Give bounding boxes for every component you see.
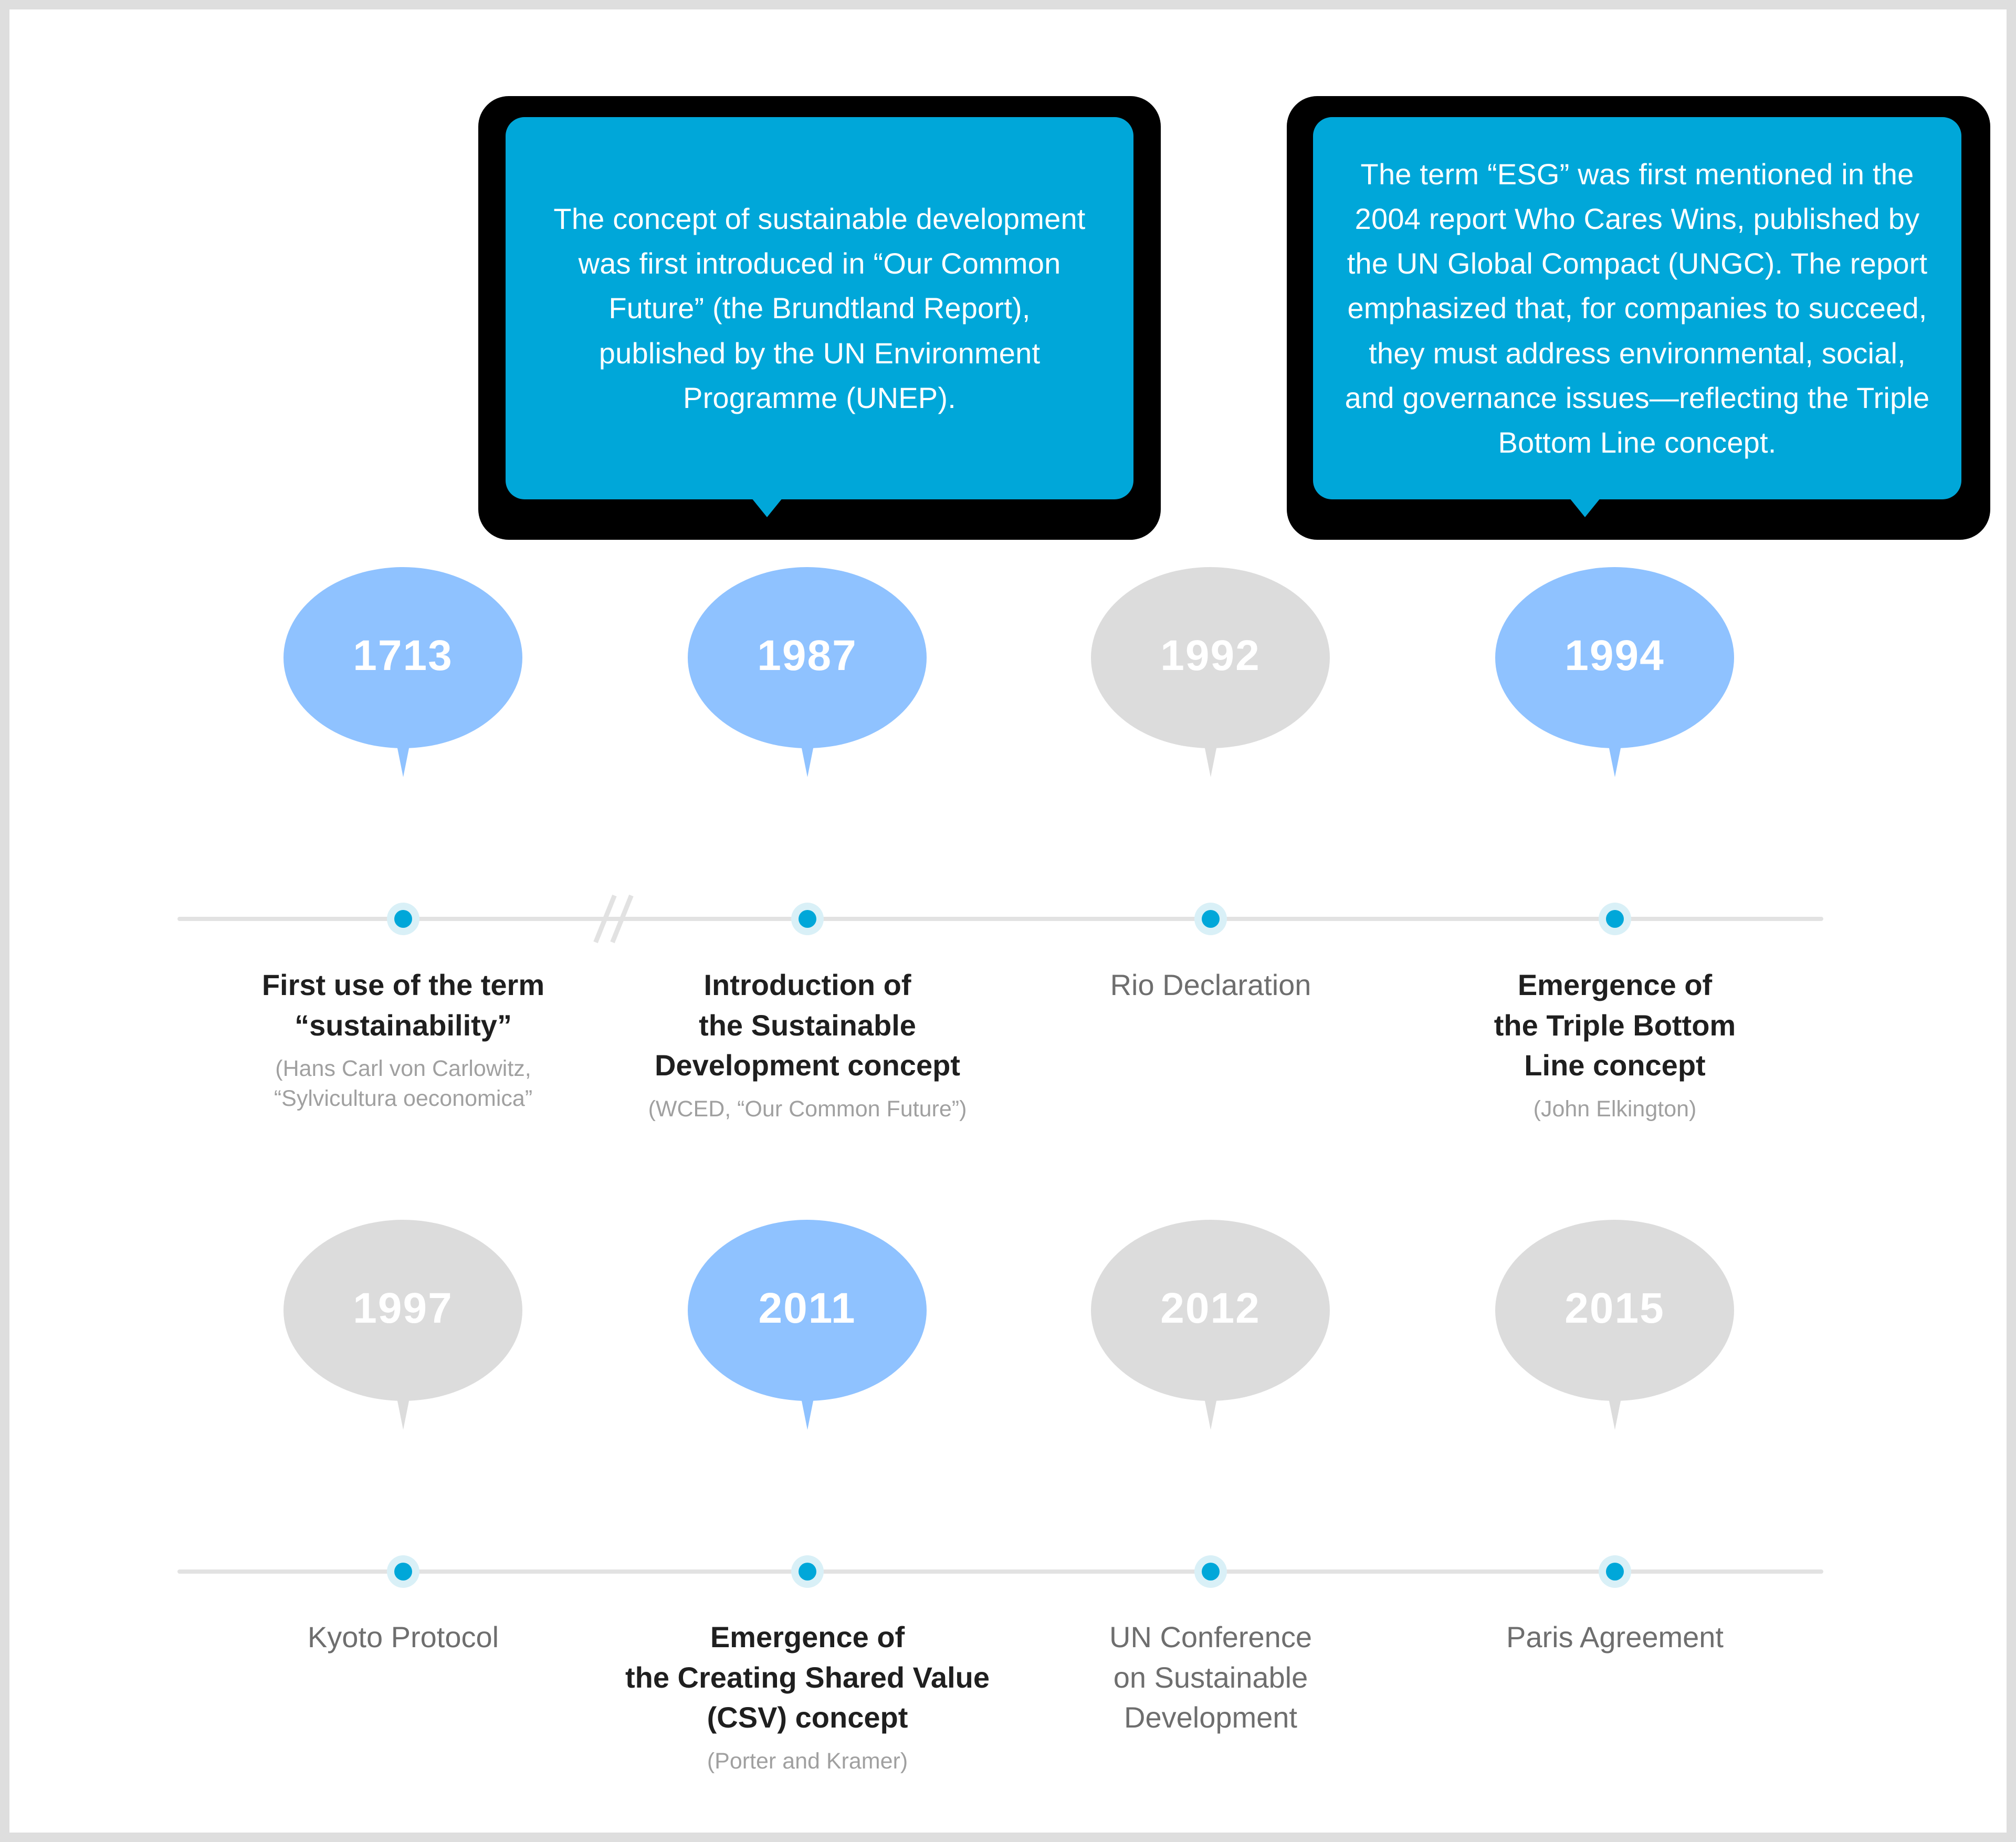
event-subtitle: (John Elkington) — [1533, 1096, 1697, 1122]
year-oval: 1997 — [284, 1220, 522, 1401]
year-label: 1987 — [757, 631, 857, 679]
callout-tail — [1567, 495, 1603, 517]
year-oval: 2012 — [1091, 1220, 1330, 1401]
year-label: 2012 — [1160, 1284, 1261, 1332]
event-caption-1994: Emergence of the Triple Bottom Line conc… — [1415, 965, 1814, 1124]
event-title: Introduction of the Sustainable Developm… — [655, 968, 960, 1082]
year-label: 1994 — [1564, 631, 1665, 679]
event-caption-1992: Rio Declaration — [1011, 965, 1410, 1014]
event-caption-1713: First use of the term “sustainability” (… — [204, 965, 603, 1114]
year-label: 1713 — [353, 631, 453, 679]
timeline-dot-2011[interactable] — [791, 1555, 824, 1588]
year-oval: 1987 — [688, 567, 927, 748]
event-caption-1997: Kyoto Protocol — [204, 1617, 603, 1666]
event-title: Kyoto Protocol — [307, 1620, 499, 1653]
callout-esg-origin: The term “ESG” was first mentioned in th… — [1287, 96, 1990, 540]
event-title: Paris Agreement — [1506, 1620, 1724, 1653]
year-oval: 2011 — [688, 1220, 927, 1401]
year-bubble-nib — [796, 719, 819, 777]
year-oval: 1713 — [284, 567, 522, 748]
callout-text: The term “ESG” was first mentioned in th… — [1345, 158, 1930, 459]
timeline-break-icon — [590, 894, 637, 944]
timeline-dot-1994[interactable] — [1599, 903, 1631, 935]
year-bubble-nib — [1199, 719, 1222, 777]
event-title: Rio Declaration — [1110, 968, 1311, 1001]
event-caption-1987: Introduction of the Sustainable Developm… — [608, 965, 1007, 1124]
callout-sustainable-development: The concept of sustainable development w… — [478, 96, 1161, 540]
year-bubble-nib — [1603, 1372, 1626, 1430]
year-label: 1997 — [353, 1284, 453, 1332]
timeline-dot-2012[interactable] — [1194, 1555, 1227, 1588]
year-bubble-2011[interactable]: 2011 — [688, 1220, 927, 1430]
year-bubble-nib — [392, 719, 415, 777]
year-label: 2015 — [1564, 1284, 1665, 1332]
callout-text: The concept of sustainable development w… — [553, 202, 1086, 414]
event-subtitle: (Hans Carl von Carlowitz, “Sylvicultura … — [274, 1056, 533, 1112]
event-caption-2015: Paris Agreement — [1415, 1617, 1814, 1666]
year-bubble-nib — [1199, 1372, 1222, 1430]
year-bubble-1997[interactable]: 1997 — [284, 1220, 522, 1430]
callout-tail — [749, 495, 785, 517]
event-title: First use of the term “sustainability” — [261, 968, 545, 1042]
year-oval: 1992 — [1091, 567, 1330, 748]
year-bubble-nib — [392, 1372, 415, 1430]
event-title: Emergence of the Triple Bottom Line conc… — [1494, 968, 1736, 1082]
timeline-axis-row-1 — [177, 917, 1823, 921]
callout-bubble: The term “ESG” was first mentioned in th… — [1313, 117, 1961, 499]
event-subtitle: (Porter and Kramer) — [707, 1749, 908, 1774]
year-bubble-1987[interactable]: 1987 — [688, 567, 927, 777]
year-oval: 1994 — [1495, 567, 1734, 748]
year-bubble-nib — [796, 1372, 819, 1430]
timeline-dot-1992[interactable] — [1194, 903, 1227, 935]
timeline-axis-row-2 — [177, 1569, 1823, 1574]
year-label: 2011 — [758, 1284, 856, 1332]
year-bubble-1713[interactable]: 1713 — [284, 567, 522, 777]
year-bubble-nib — [1603, 719, 1626, 777]
year-bubble-2015[interactable]: 2015 — [1495, 1220, 1734, 1430]
timeline-dot-1987[interactable] — [791, 903, 824, 935]
event-subtitle: (WCED, “Our Common Future”) — [648, 1096, 967, 1122]
timeline-dot-1997[interactable] — [387, 1555, 419, 1588]
timeline-dot-1713[interactable] — [387, 903, 419, 935]
callout-bubble: The concept of sustainable development w… — [506, 117, 1133, 499]
event-title: Emergence of the Creating Shared Value (… — [625, 1620, 990, 1734]
event-caption-2012: UN Conference on Sustainable Development — [1011, 1617, 1410, 1746]
year-bubble-1994[interactable]: 1994 — [1495, 567, 1734, 777]
year-bubble-1992[interactable]: 1992 — [1091, 567, 1330, 777]
event-caption-2011: Emergence of the Creating Shared Value (… — [608, 1617, 1007, 1776]
year-bubble-2012[interactable]: 2012 — [1091, 1220, 1330, 1430]
timeline-dot-2015[interactable] — [1599, 1555, 1631, 1588]
year-label: 1992 — [1160, 631, 1261, 679]
event-title: UN Conference on Sustainable Development — [1109, 1620, 1312, 1734]
infographic-canvas: The concept of sustainable development w… — [9, 9, 2007, 1833]
year-oval: 2015 — [1495, 1220, 1734, 1401]
